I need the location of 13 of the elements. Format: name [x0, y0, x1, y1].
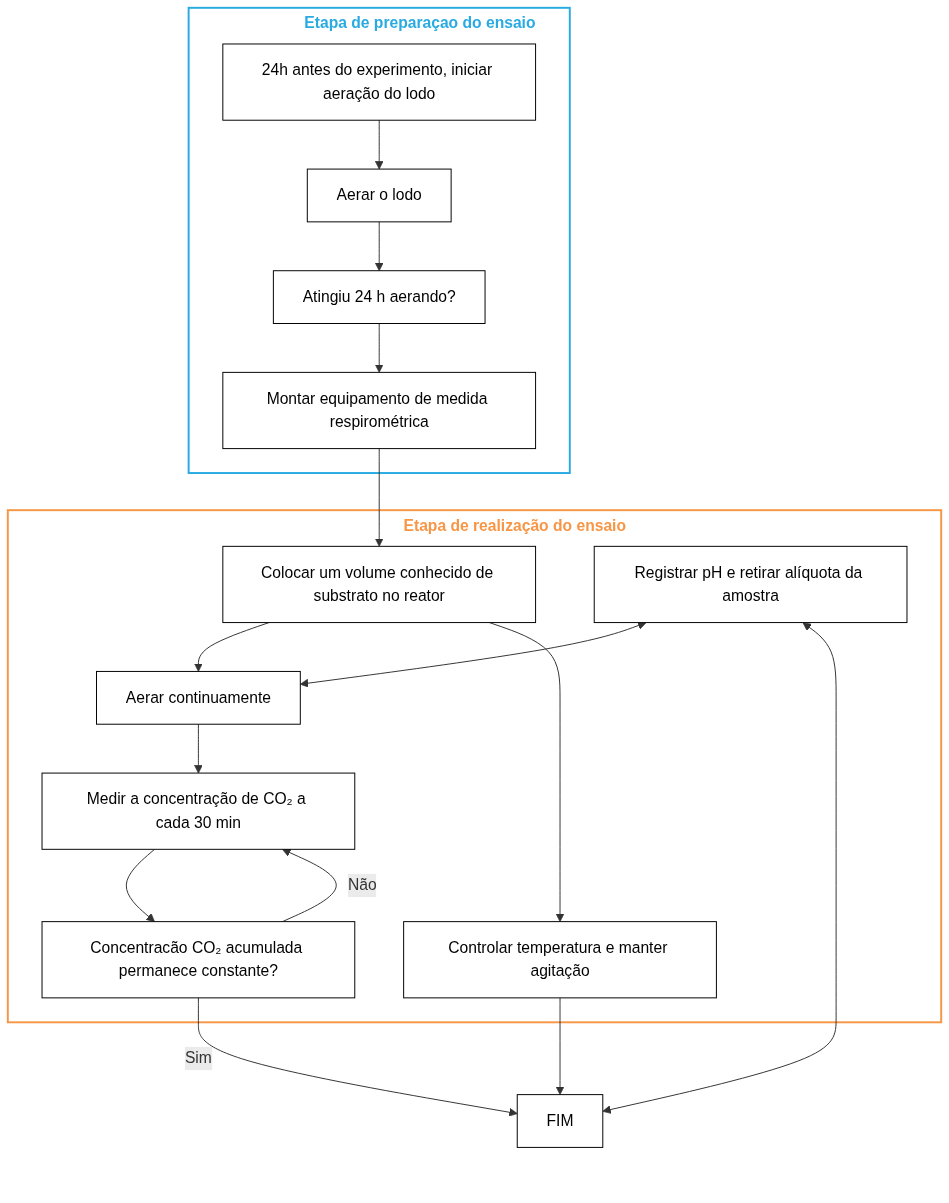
- node-box: Aerar o lodo: [306, 168, 452, 223]
- node-box: Atingiu 24 h aerando?: [272, 270, 486, 324]
- node-box: Montar equipamento de medida respirométrica: [222, 371, 537, 450]
- node-box: Colocar um volume conhecido de substrato no reator: [222, 545, 537, 624]
- node-box: FIM: [516, 1094, 604, 1148]
- node-box: Registrar pH e retirar alíquota da amostra: [593, 545, 908, 624]
- edge-label: Sim: [184, 1049, 212, 1067]
- node-box: Aerar continuamente: [96, 670, 301, 725]
- edge-label: Não: [347, 876, 377, 894]
- node-box: 24h antes do experimento, iniciar aeração do lodo: [222, 43, 537, 121]
- node-box: Controlar temperatura e manter agitação: [403, 921, 717, 999]
- node-box: Concentracão CO₂ acumulada permanece constante?: [41, 921, 356, 999]
- node-box: Medir a concentração de CO₂ a cada 30 min: [41, 772, 356, 850]
